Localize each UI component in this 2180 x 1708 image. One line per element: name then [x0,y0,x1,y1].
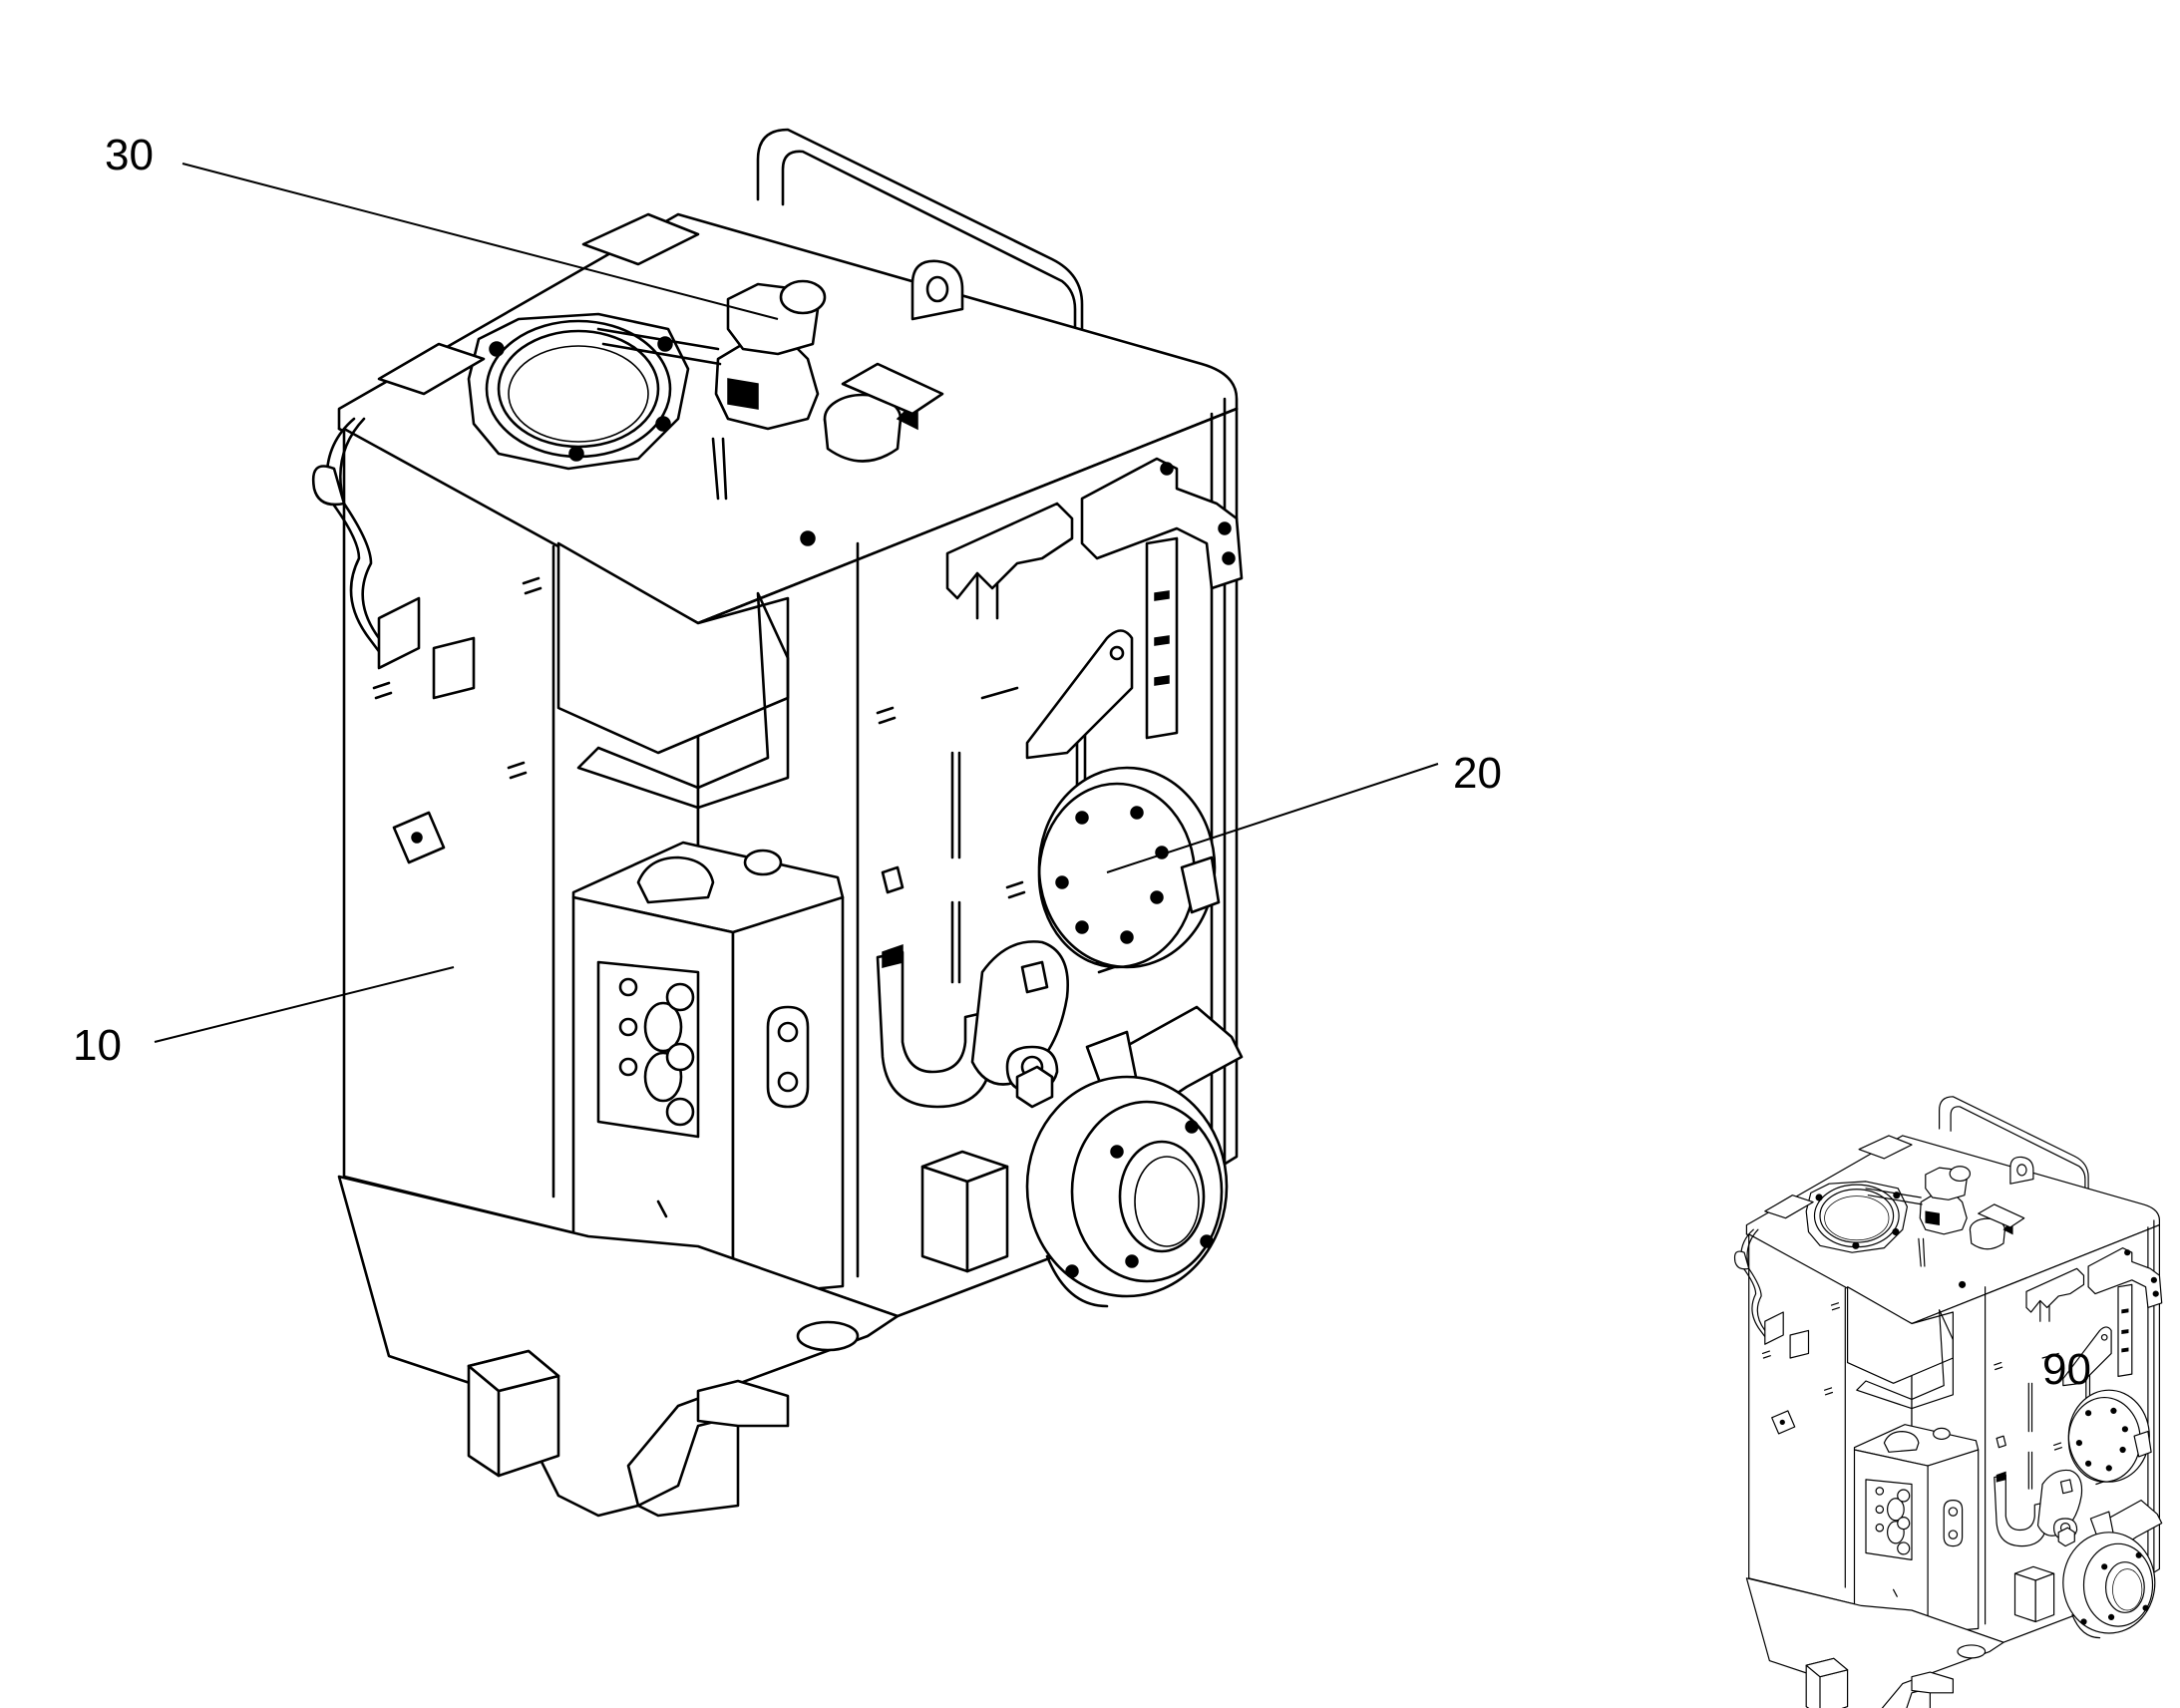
leader-20 [1106,763,1439,873]
callout-30: 30 [105,131,154,179]
main-assembly-view [311,128,1244,1518]
callout-10: 10 [73,1021,122,1070]
overview-assembly-view [1733,1096,2163,1708]
callout-90: 90 [2042,1345,2091,1394]
callout-20: 20 [1453,749,1502,798]
leader-30 [182,163,779,320]
leader-10 [154,966,455,1043]
